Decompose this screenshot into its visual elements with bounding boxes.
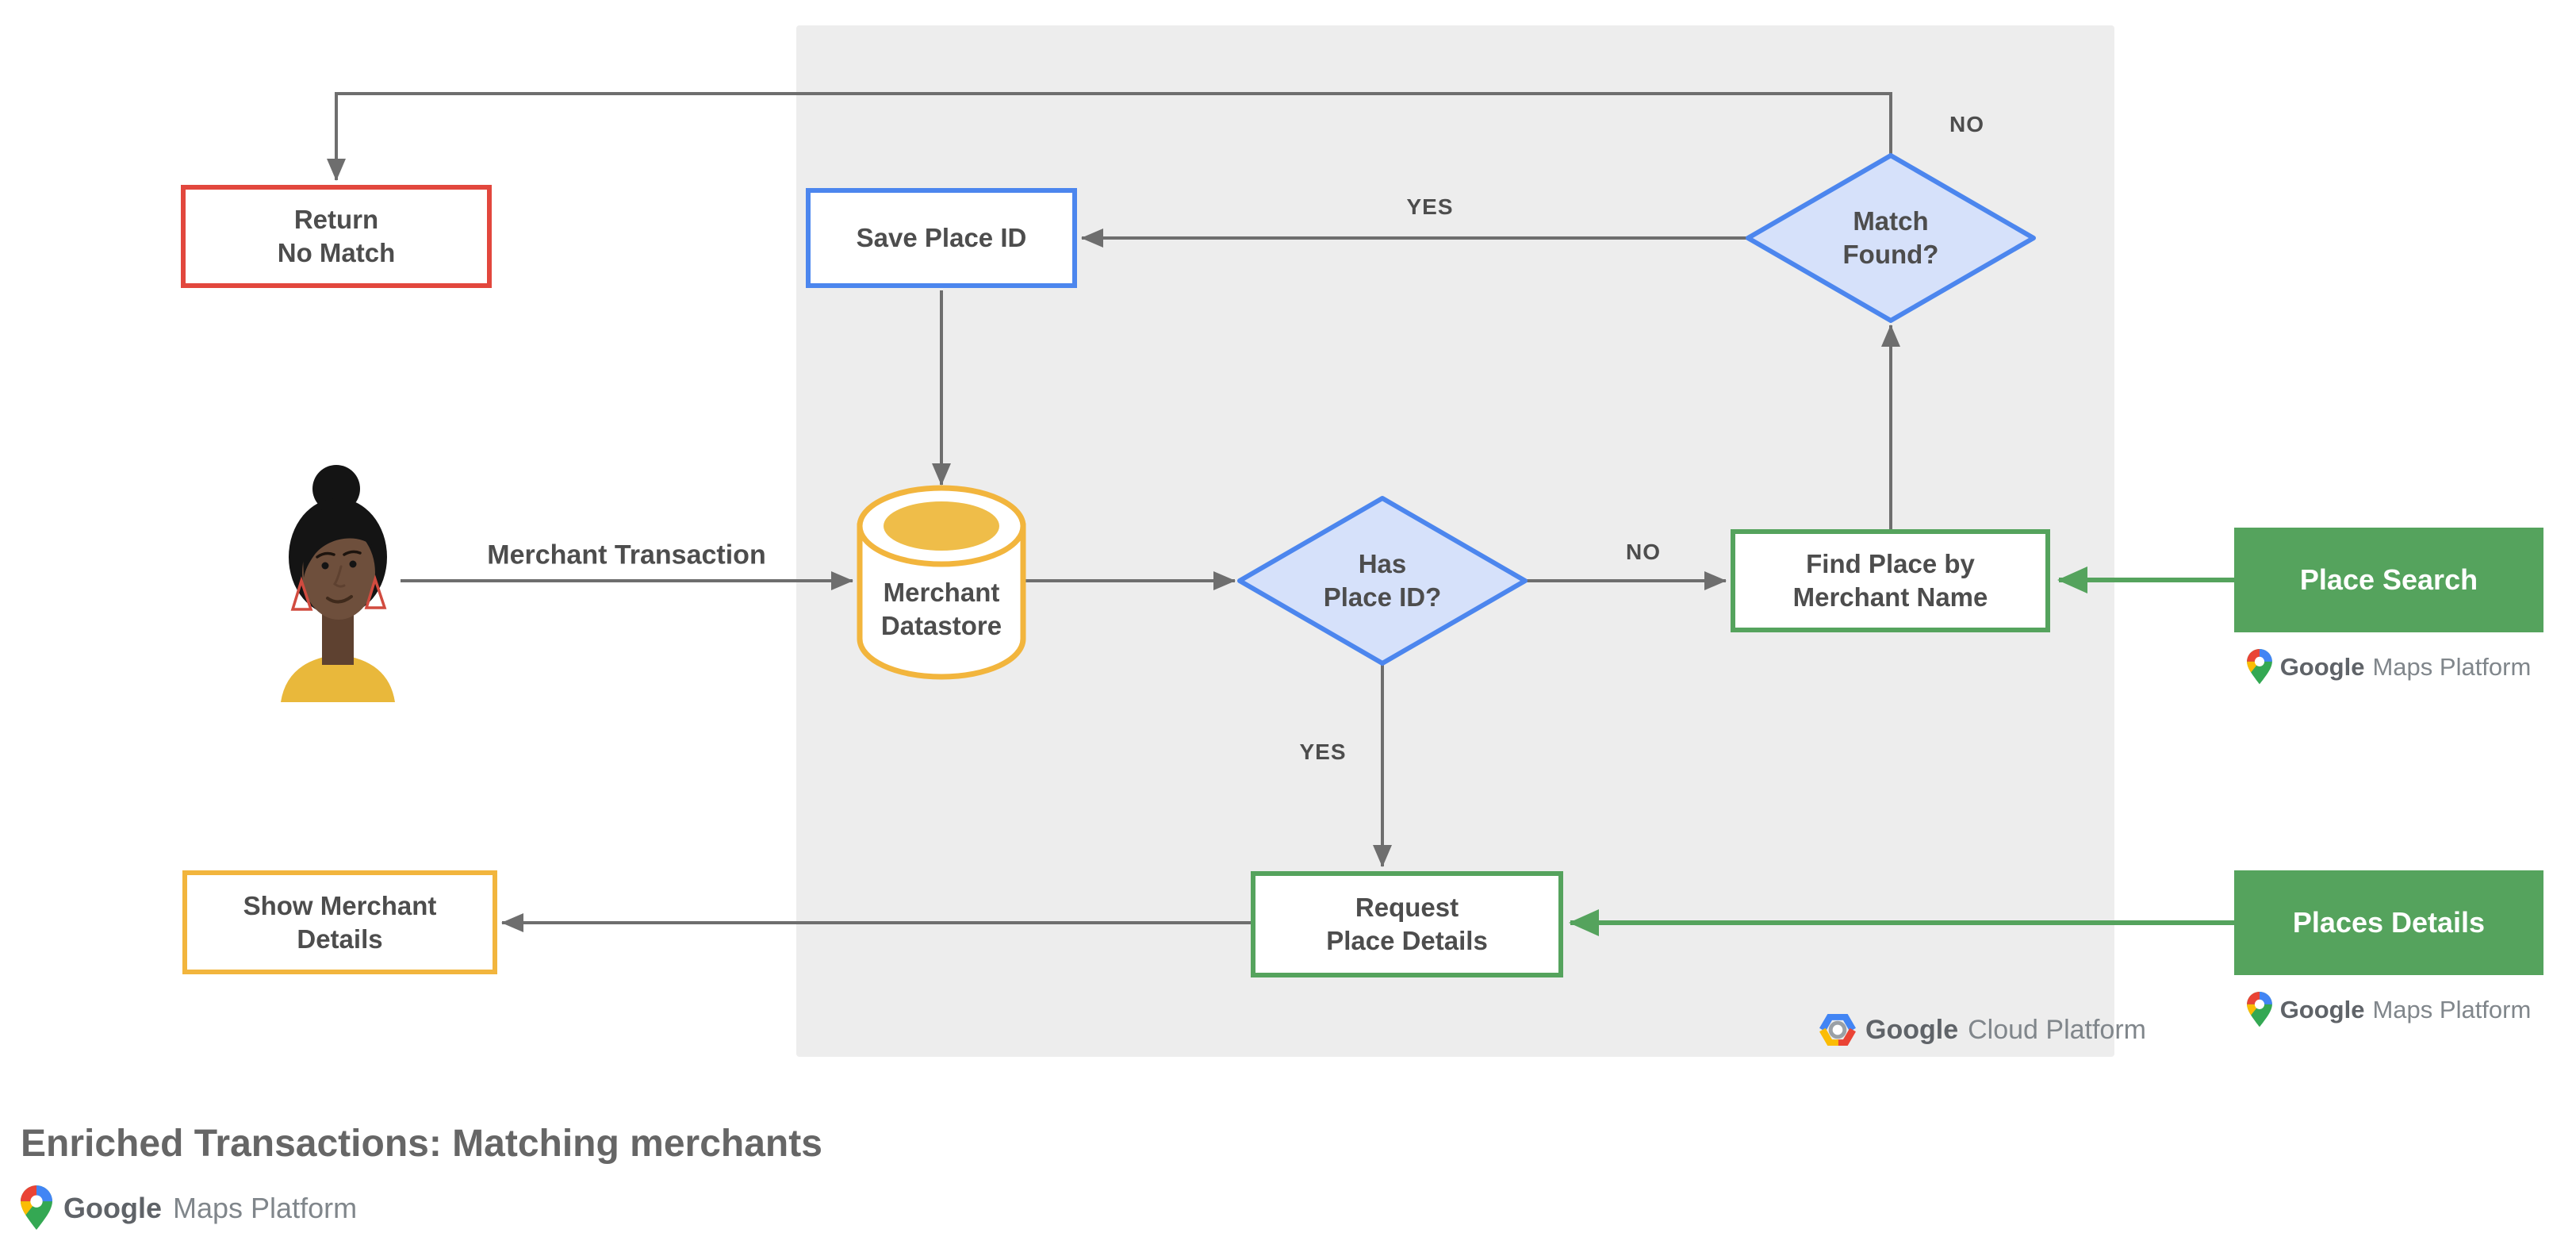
show-merchant-details-label: Show Merchant Details [243,890,437,954]
return-no-match-line1: Return [293,205,379,234]
return-no-match-line2: No Match [277,238,396,267]
show-merchant-details-node: Show Merchant Details [182,870,497,974]
edge-no-return-no-match [327,92,1892,181]
has-place-id-no-label: NO [1626,540,1661,564]
has-place-id-yes-label: YES [1299,739,1347,764]
save-place-id-node: Save Place ID [806,188,1077,288]
merchant-datastore-label: Merchant Datastore [880,578,1002,640]
customer-avatar [281,465,395,702]
brand-google-text: Google [63,1191,162,1224]
datastore-top-icon [884,501,999,551]
brand-google-text: Google [2279,652,2365,681]
match-found-yes-label: YES [1406,194,1454,219]
google-maps-pin-icon [2246,992,2272,1027]
brand-google-text: Google [2279,995,2365,1023]
request-place-details-node: Request Place Details [1251,871,1563,977]
has-place-id-label: Has Place ID? [1323,549,1442,612]
find-place-label: Find Place by Merchant Name [1792,549,1988,612]
brand-cloud-platform-text: Cloud Platform [1968,1014,2146,1045]
place-search-gmp-logo: Google Maps Platform [2234,649,2543,685]
gcp-hexagon-icon [1819,1014,1856,1046]
save-place-id-label: Save Place ID [856,223,1027,252]
match-found-diamond [1746,153,2036,323]
place-search-api-node: Place Search [2234,528,2543,632]
merchant-datastore-cylinder [857,485,1026,680]
google-cloud-platform-logo: Google Cloud Platform [1819,1014,2146,1046]
places-details-gmp-logo: Google Maps Platform [2234,992,2543,1027]
request-place-details-label: Request Place Details [1326,893,1488,955]
earring-right [364,574,387,609]
page-title: Enriched Transactions: Matching merchant… [21,1123,822,1165]
google-maps-pin-icon [2246,649,2272,685]
brand-maps-platform-text: Maps Platform [173,1191,358,1224]
earring-left [290,576,313,611]
match-found-no-label: NO [1949,112,1984,136]
google-maps-pin-icon [21,1185,52,1231]
brand-maps-platform-text: Maps Platform [2372,995,2532,1023]
merchant-transaction-label: Merchant Transaction [487,540,766,570]
find-place-by-merchant-name-node: Find Place by Merchant Name [1731,529,2050,632]
has-place-id-diamond [1237,496,1528,666]
brand-maps-platform-text: Maps Platform [2372,652,2532,681]
places-details-api-node: Places Details [2234,870,2543,975]
place-search-label: Place Search [2299,563,2478,596]
places-details-label: Places Details [2292,906,2486,939]
match-found-label: Match Found? [1842,206,1939,269]
return-no-match-node: Return No Match [181,185,492,288]
footer-gmp-logo: Google Maps Platform [21,1185,357,1231]
brand-google-text: Google [1865,1014,1959,1045]
return-no-match-label: Return No Match [278,203,396,270]
